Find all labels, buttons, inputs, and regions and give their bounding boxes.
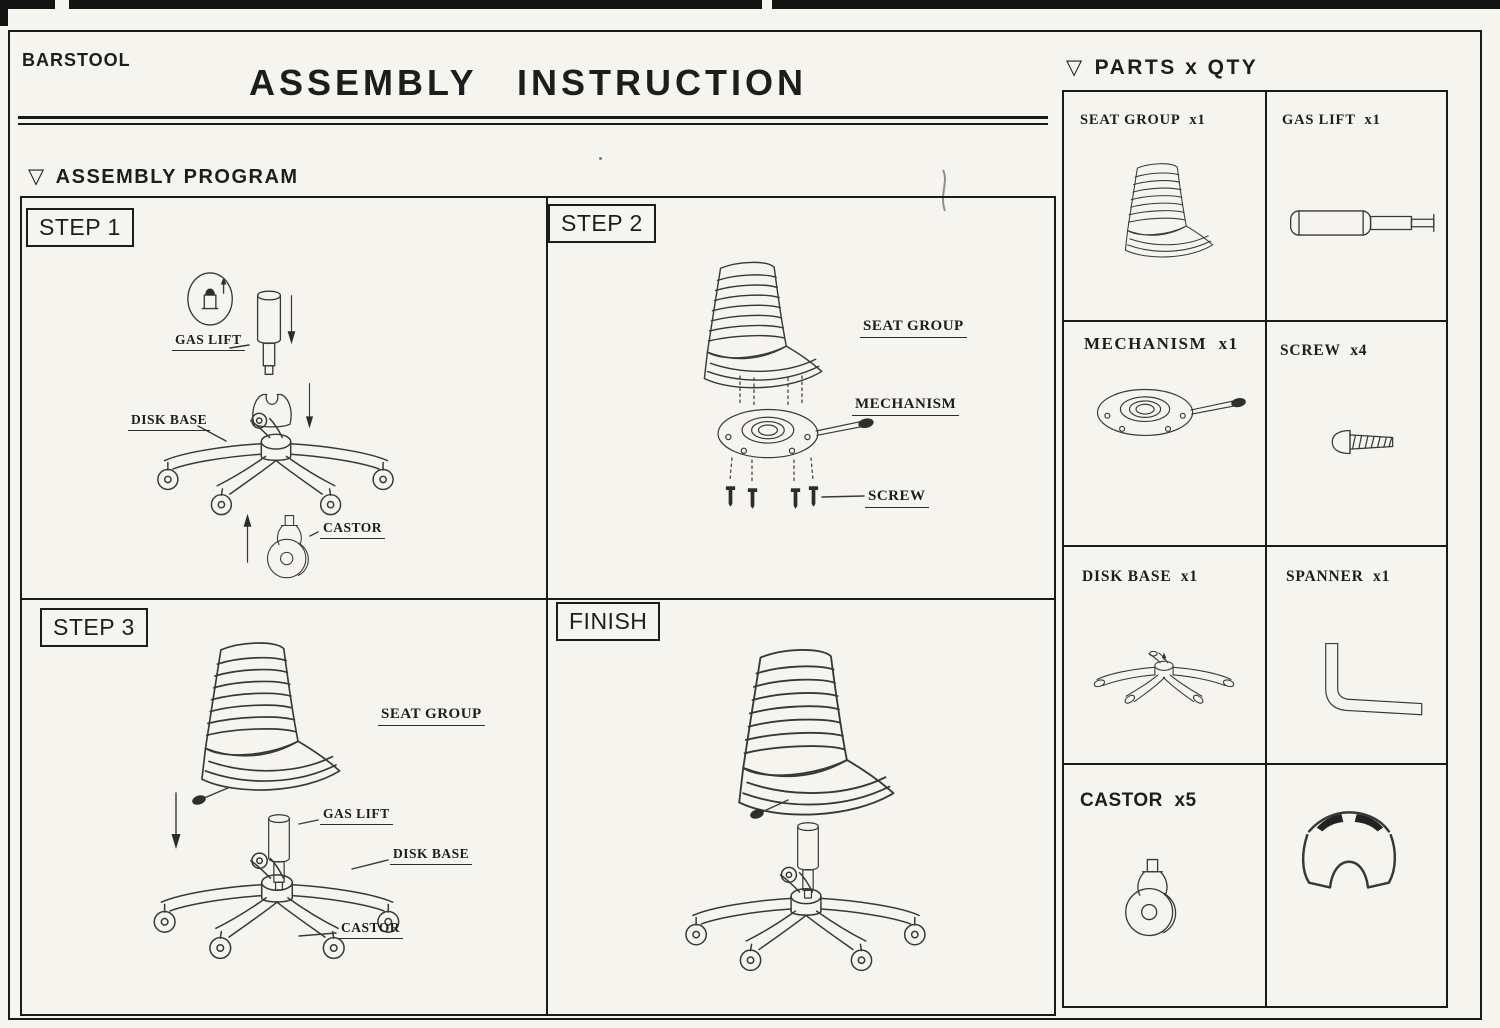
callout-seat-group: SEAT GROUP: [860, 318, 967, 338]
gas-lift-drawing: [1289, 210, 1435, 236]
part-name: CASTOR: [1080, 790, 1163, 811]
mechanism-drawing: [717, 408, 876, 459]
scan-corner-blot: [0, 0, 8, 26]
page-title: ASSEMBLY INSTRUCTION: [248, 62, 808, 103]
part-qty: x1: [1373, 568, 1391, 585]
gas-lift-pin-detail-drawing: [187, 272, 233, 326]
part-qty: x5: [1174, 790, 1197, 811]
castor-drawing: [266, 514, 309, 579]
castor-drawing: [1125, 858, 1177, 937]
parts-row-divider: [1064, 545, 1446, 548]
parts-panel: SEAT GROUP x1 GAS LIFT x1 MECHANISM x1 S…: [1062, 90, 1448, 1008]
seat-group-drawing: [201, 642, 341, 791]
part-name: GAS LIFT: [1282, 112, 1356, 128]
assembly-steps-panel: STEP 1 GAS LIFT DISK BASE CASTOR STEP 2: [20, 196, 1056, 1016]
disk-base-drawing: [1092, 650, 1236, 706]
page-border: [8, 30, 1482, 1020]
parts-row-divider: [1064, 763, 1446, 766]
step-3-cell: STEP 3 SEAT GROUP GAS LIFT DISK BASE CAS…: [22, 600, 546, 1018]
screw-drawing: [808, 485, 819, 508]
part-label-seat-group: SEAT GROUP x1: [1080, 112, 1206, 129]
seat-group-drawing: [738, 648, 895, 816]
step-1-cell: STEP 1 GAS LIFT DISK BASE CASTOR: [22, 198, 546, 598]
part-qty: x1: [1364, 112, 1381, 128]
part-name: SCREW: [1280, 342, 1341, 359]
scan-edge-strip: [0, 0, 1500, 9]
scan-artifact: [942, 169, 946, 212]
scan-notch: [55, 0, 69, 9]
callout-castor: CASTOR: [320, 520, 386, 539]
screw-drawing: [725, 485, 736, 508]
down-arrow-icon: [286, 295, 297, 345]
disk-base-drawing: [685, 866, 926, 972]
part-qty: x1: [1189, 112, 1206, 128]
assembly-program-heading: ▽ ASSEMBLY PROGRAM: [28, 166, 299, 189]
step-1-illustration: [157, 272, 394, 579]
part-label-castor: CASTOR x5: [1080, 790, 1197, 812]
finish-illustration: [685, 648, 926, 972]
callout-disk-base: DISK BASE: [390, 846, 473, 865]
part-qty: x1: [1180, 568, 1198, 585]
part-qty: x4: [1350, 342, 1368, 359]
scan-speck: [599, 157, 602, 160]
down-arrow-icon: [305, 382, 314, 430]
callout-gas-lift: GAS LIFT: [320, 806, 393, 825]
gas-lift-drawing: [256, 290, 282, 376]
castor-socket-drawing: [1301, 811, 1397, 889]
step-2-illustration: [703, 261, 876, 510]
scan-notch: [762, 0, 772, 9]
title-rule-thick: [18, 116, 1048, 119]
disk-base-drawing: [153, 852, 400, 960]
callout-mechanism: MECHANISM: [852, 396, 960, 416]
down-arrow-icon: [170, 792, 182, 850]
seat-group-drawing: [703, 261, 823, 389]
screw-drawing: [790, 487, 801, 510]
parts-row-divider: [1064, 320, 1446, 323]
callout-castor: CASTOR: [338, 920, 404, 939]
part-qty: x1: [1218, 334, 1239, 353]
part-label-spanner: SPANNER x1: [1286, 568, 1390, 586]
part-label-disk-base: DISK BASE x1: [1082, 568, 1198, 586]
part-name: SEAT GROUP: [1080, 112, 1181, 128]
step-2-label: STEP 2: [548, 204, 656, 243]
callout-disk-base: DISK BASE: [128, 412, 211, 431]
part-name: DISK BASE: [1082, 568, 1172, 585]
part-name: MECHANISM: [1084, 334, 1208, 353]
parts-heading: ▽ PARTS x QTY: [1066, 56, 1258, 80]
steps-column-divider: [546, 198, 549, 1014]
parts-heading-text: PARTS x QTY: [1094, 56, 1259, 79]
part-label-mechanism: MECHANISM x1: [1084, 334, 1239, 354]
gas-lift-drawing: [268, 814, 290, 891]
part-label-screw: SCREW x4: [1280, 342, 1367, 360]
callout-gas-lift: GAS LIFT: [172, 332, 245, 351]
finish-label: FINISH: [556, 602, 661, 641]
up-arrow-icon: [242, 513, 253, 563]
steps-row-divider: [22, 598, 1054, 601]
triangle-down-icon: ▽: [1066, 55, 1085, 79]
alignment-dotted-lines: [729, 375, 814, 483]
triangle-down-icon: ▽: [28, 165, 46, 188]
step-1-label: STEP 1: [26, 208, 134, 247]
finish-cell: FINISH: [548, 600, 1058, 1014]
callout-screw: SCREW: [865, 488, 929, 508]
parts-column-divider: [1265, 92, 1268, 1006]
spanner-drawing: [1325, 642, 1423, 716]
screw-drawing: [747, 487, 758, 510]
part-label-gas-lift: GAS LIFT x1: [1282, 112, 1381, 129]
part-name: SPANNER: [1286, 568, 1364, 585]
seat-group-drawing: [1124, 163, 1214, 258]
step-3-illustration: [153, 642, 400, 960]
brand-label: BARSTOOL: [22, 50, 131, 70]
title-rule-thin: [18, 123, 1048, 125]
step-3-label: STEP 3: [40, 608, 148, 647]
mechanism-drawing: [1096, 388, 1248, 436]
callout-seat-group: SEAT GROUP: [378, 706, 485, 726]
gas-lift-drawing: [797, 822, 819, 899]
assembly-program-heading-text: ASSEMBLY PROGRAM: [55, 166, 299, 188]
screw-drawing: [1331, 429, 1394, 455]
step-2-cell: STEP 2 SEAT GROUP MECHANISM SCREW: [548, 198, 1058, 598]
